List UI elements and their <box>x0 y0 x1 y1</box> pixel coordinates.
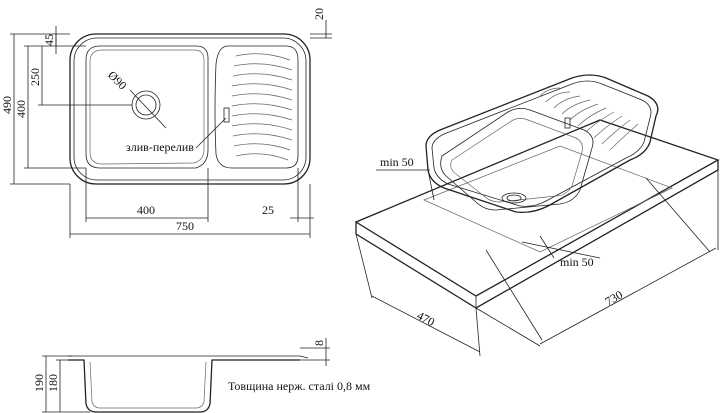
drain-inner-circle <box>135 94 157 116</box>
sink-outline-inner <box>73 37 307 181</box>
overflow-label: злив-перелив <box>126 140 194 154</box>
drainer-ribs <box>231 53 293 161</box>
iso-depth-label: 470 <box>415 308 437 329</box>
section-flange: 8 <box>312 340 326 346</box>
overflow-slot <box>223 107 230 123</box>
iso-drainer-ribs <box>539 87 639 151</box>
countertop-edge <box>355 160 719 309</box>
sink-outline <box>69 33 311 185</box>
dim-top-margin: 45 <box>42 34 56 46</box>
section-depth-bowl: 180 <box>46 374 60 392</box>
dim-drain-offset: 250 <box>28 68 42 86</box>
drain-diameter-label: Ø90 <box>105 68 130 93</box>
drain-leader-line <box>129 89 167 129</box>
thickness-note: Товщина нерж. сталі 0,8 мм <box>228 379 371 393</box>
iso-sink-rim <box>425 74 659 214</box>
dim-bowl-height: 400 <box>14 100 28 118</box>
iso-sink-rim-inner <box>431 80 652 207</box>
iso-overflow <box>564 117 571 129</box>
dim-overall-height: 490 <box>0 96 14 114</box>
section-view: 190 180 8 Товщина нерж. сталі 0,8 мм <box>32 338 371 413</box>
isometric-view: min 50 min 50 470 730 <box>354 74 720 357</box>
iso-drain <box>501 192 527 204</box>
left-dimensions: 490 400 250 45 <box>0 26 132 185</box>
dim-bowl-width: 400 <box>137 203 155 217</box>
right-dimension: 20 <box>310 8 332 39</box>
overflow-leader-line <box>195 117 227 149</box>
section-depth-total: 190 <box>32 374 46 392</box>
iso-bowl <box>440 108 594 211</box>
iso-width-label: 730 <box>603 287 626 308</box>
section-rim <box>68 355 309 359</box>
main-bowl-inner <box>89 49 205 165</box>
iso-width-dimension: 730 <box>475 170 719 347</box>
countertop-top <box>354 119 720 297</box>
iso-min-left-label: min 50 <box>380 155 414 169</box>
iso-depth-dimension: 470 <box>355 233 481 357</box>
section-profile <box>68 359 300 413</box>
countertop-cutout <box>423 145 673 253</box>
top-view: Ø90 злив-перелив 490 <box>0 8 332 238</box>
iso-min-right-label: min 50 <box>560 255 594 269</box>
iso-min-left: min 50 <box>376 155 435 201</box>
main-bowl <box>85 45 209 169</box>
dim-right-margin: 25 <box>262 203 274 217</box>
dim-top-flange: 20 <box>312 8 326 20</box>
drainer-area <box>214 45 299 169</box>
dim-overall-width: 750 <box>176 219 194 233</box>
bottom-dimensions: 400 25 750 <box>69 168 314 238</box>
iso-min-right: min 50 <box>521 235 601 269</box>
